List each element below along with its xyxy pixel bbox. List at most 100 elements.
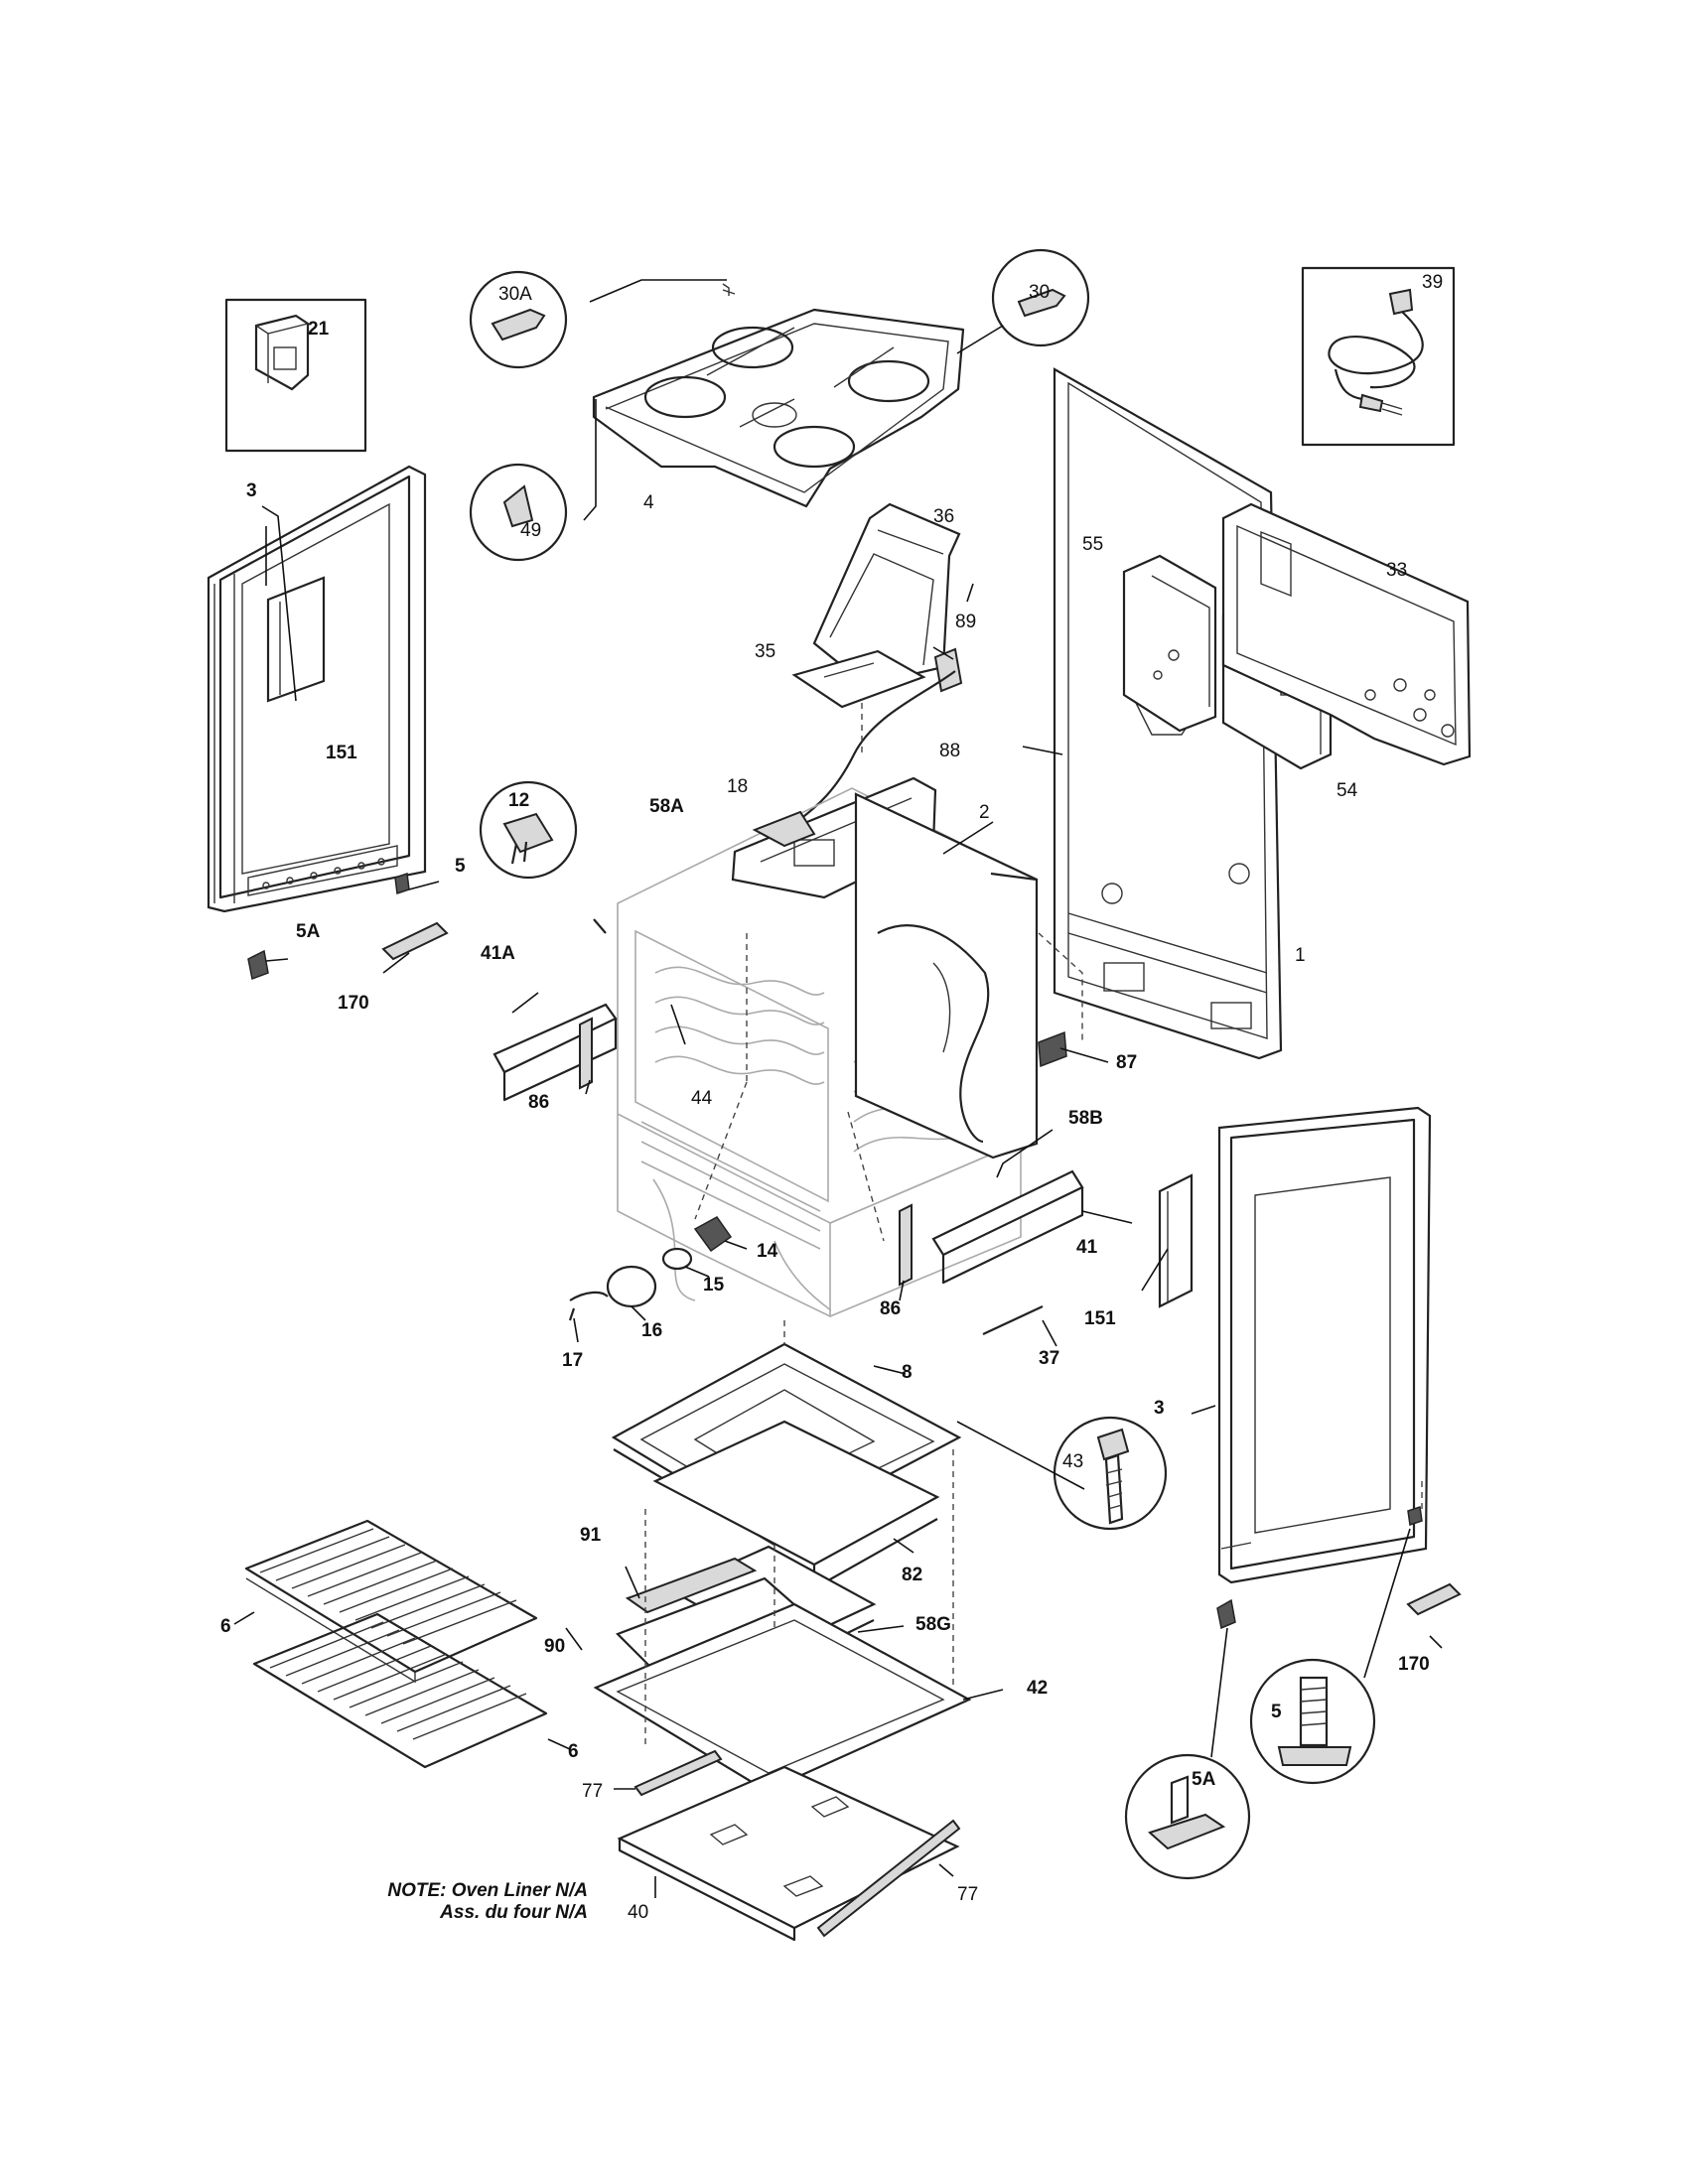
hinge-170-right xyxy=(1406,1582,1462,1616)
bracket-86-left xyxy=(579,1017,593,1090)
label-37: 37 xyxy=(1039,1348,1059,1369)
hardware-5A-right xyxy=(1216,1598,1236,1630)
label-58G: 58G xyxy=(915,1614,951,1635)
label-16: 16 xyxy=(641,1320,662,1341)
label-5A-right: 5A xyxy=(1192,1769,1216,1790)
bracket-55 xyxy=(1122,554,1217,733)
label-151-right: 151 xyxy=(1084,1308,1116,1329)
label-77-left: 77 xyxy=(582,1781,603,1802)
label-21: 21 xyxy=(308,319,330,340)
label-41A: 41A xyxy=(481,943,515,964)
socket-icon xyxy=(693,1216,733,1253)
leveler-icon xyxy=(1277,1676,1352,1766)
inset-12 xyxy=(479,780,607,934)
label-18: 18 xyxy=(727,776,748,797)
back-cover-33 xyxy=(1221,502,1472,766)
label-14: 14 xyxy=(757,1241,778,1262)
leader-lines xyxy=(233,279,1443,1898)
cooktop-frame xyxy=(592,283,965,508)
label-3-left: 3 xyxy=(246,480,257,501)
label-35: 35 xyxy=(755,641,775,662)
hardware-5A-left xyxy=(247,949,269,981)
label-86-left: 86 xyxy=(528,1092,549,1113)
label-49: 49 xyxy=(520,520,541,541)
door-bracket-151-right xyxy=(1158,1173,1194,1308)
inset-43 xyxy=(1053,1416,1168,1531)
left-door xyxy=(207,465,427,913)
sensor-wire xyxy=(793,647,963,825)
oven-lamp xyxy=(568,1216,733,1321)
label-1: 1 xyxy=(1295,945,1306,966)
drawer-slide-left xyxy=(633,1749,723,1797)
label-12: 12 xyxy=(508,790,529,811)
right-door xyxy=(1217,1106,1432,1584)
oven-rack-upper xyxy=(244,1519,538,1684)
label-4: 4 xyxy=(643,492,654,513)
connector-block-icon xyxy=(254,314,310,391)
rail-41 xyxy=(931,1169,1084,1285)
wire-37 xyxy=(982,1305,1044,1335)
hardware-5-right xyxy=(1407,1506,1423,1526)
inset-box-39 xyxy=(1301,266,1456,447)
inset-5A xyxy=(1124,1753,1251,1880)
inset-box-21 xyxy=(224,298,367,453)
vent-duct xyxy=(791,502,961,709)
oven-bottom xyxy=(593,1342,972,1793)
label-42: 42 xyxy=(1027,1678,1048,1699)
label-6-upper: 6 xyxy=(220,1616,231,1637)
hinge-170-left xyxy=(381,921,449,961)
label-30: 30 xyxy=(1029,282,1050,303)
label-58A: 58A xyxy=(649,796,684,817)
bulb-icon xyxy=(661,1247,693,1271)
label-91: 91 xyxy=(580,1525,602,1546)
label-39: 39 xyxy=(1422,272,1443,293)
label-58B: 58B xyxy=(1068,1108,1103,1129)
inset-5 xyxy=(1249,1658,1376,1785)
label-90: 90 xyxy=(544,1636,565,1657)
label-77-right: 77 xyxy=(957,1884,978,1905)
label-170-right: 170 xyxy=(1398,1654,1430,1675)
terminal-87 xyxy=(1038,1030,1067,1068)
note-line-2: Ass. du four N/A xyxy=(440,1902,588,1923)
label-5-right: 5 xyxy=(1271,1702,1282,1722)
label-6-lower: 6 xyxy=(568,1741,579,1762)
oven-liner-note: NOTE: Oven Liner N/A Ass. du four N/A xyxy=(328,1880,588,1924)
label-55: 55 xyxy=(1082,534,1103,555)
label-41: 41 xyxy=(1076,1237,1098,1258)
label-17: 17 xyxy=(562,1350,583,1371)
label-89: 89 xyxy=(955,612,976,632)
label-30A: 30A xyxy=(498,284,532,305)
label-54: 54 xyxy=(1336,780,1358,801)
label-3-right: 3 xyxy=(1154,1398,1165,1419)
assembly-lines xyxy=(644,703,1423,1747)
storage-drawer xyxy=(617,1765,960,1942)
label-40: 40 xyxy=(628,1902,648,1923)
hardware-5-left xyxy=(394,872,410,895)
label-36: 36 xyxy=(933,506,954,527)
label-88: 88 xyxy=(939,741,960,761)
label-151-left: 151 xyxy=(326,743,357,763)
label-43: 43 xyxy=(1062,1451,1083,1472)
label-2: 2 xyxy=(979,802,990,823)
note-line-1: NOTE: Oven Liner N/A xyxy=(387,1880,588,1901)
label-82: 82 xyxy=(902,1565,922,1585)
label-86-right: 86 xyxy=(880,1298,901,1319)
label-5A-left: 5A xyxy=(296,921,321,942)
label-170-left: 170 xyxy=(338,993,369,1014)
label-5-left: 5 xyxy=(455,856,466,877)
label-8: 8 xyxy=(902,1362,913,1383)
insulation-blanket xyxy=(854,792,1039,1160)
part-labels: 21 30A 30 39 3 4 49 36 55 33 151 35 89 8… xyxy=(220,272,1443,1923)
screw-icon xyxy=(1096,1428,1130,1525)
label-87: 87 xyxy=(1116,1052,1137,1073)
label-15: 15 xyxy=(703,1275,725,1296)
label-44: 44 xyxy=(691,1088,713,1109)
rail-41A xyxy=(492,1003,618,1102)
label-33: 33 xyxy=(1386,560,1407,581)
bracket-86-right xyxy=(899,1203,913,1287)
oven-rack-lower xyxy=(252,1612,548,1769)
drawer-slide-right xyxy=(816,1819,961,1938)
power-cord-icon xyxy=(1328,288,1424,416)
